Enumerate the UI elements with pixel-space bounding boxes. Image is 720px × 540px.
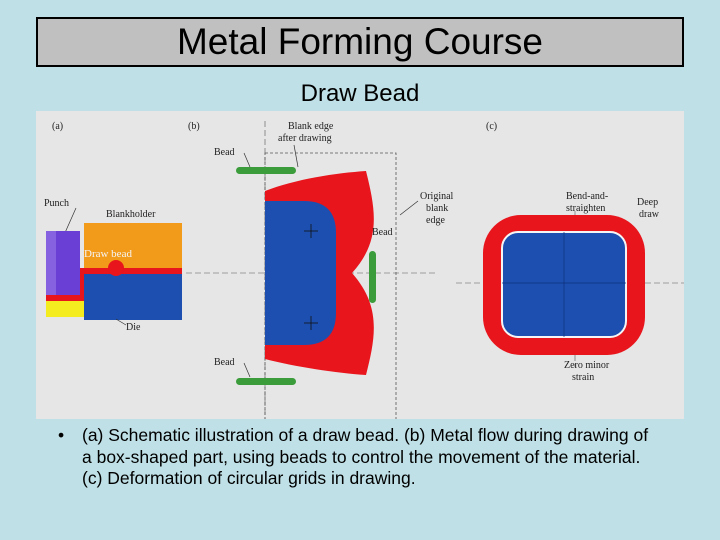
panel-a: (a) Punch Blankholder Draw bead Die	[44, 121, 182, 333]
zero-label-1: Zero minor	[564, 360, 610, 371]
panel-c: (c) Bend-and- straighten Deep draw Zero …	[456, 121, 684, 383]
original-label-2: blank	[426, 203, 448, 214]
slide-title: Metal Forming Course	[176, 21, 543, 62]
draw-bead-shape	[108, 260, 124, 276]
blankholder-label: Blankholder	[106, 209, 156, 220]
bullet-marker: •	[58, 425, 65, 445]
die-label: Die	[126, 322, 141, 333]
bead-right-label: Bead	[372, 227, 393, 238]
bead-top	[236, 167, 296, 174]
sheet-strip	[80, 268, 182, 274]
draw-bead-label: Draw bead	[84, 248, 132, 260]
bead-top-label: Bead	[214, 147, 235, 158]
blank-edge-label-2: after drawing	[278, 133, 332, 144]
draw-bead-figure: (a) Punch Blankholder Draw bead Die	[36, 111, 684, 419]
caption-text: (a) Schematic illustration of a draw bea…	[82, 425, 649, 488]
blankholder-shape	[84, 223, 182, 268]
panel-c-tag: (c)	[486, 121, 497, 132]
blank-yellow	[46, 301, 84, 317]
bead-bottom-label: Bead	[214, 357, 235, 368]
bend-label-2: straighten	[566, 203, 605, 214]
panel-a-tag: (a)	[52, 121, 63, 132]
panel-b-tag: (b)	[188, 121, 200, 132]
deep-label-1: Deep	[637, 197, 658, 208]
slide-subtitle: Draw Bead	[300, 80, 420, 107]
blank-edge-label-1: Blank edge	[288, 121, 334, 132]
zero-label-2: strain	[572, 372, 594, 383]
die-shape	[84, 274, 182, 320]
figure-svg: (a) Punch Blankholder Draw bead Die	[44, 121, 684, 419]
original-label-3: edge	[426, 215, 445, 226]
punch-label: Punch	[44, 198, 69, 209]
panel-b: (b) Bead Blank edge after drawing	[186, 121, 454, 419]
bend-label-1: Bend-and-	[566, 191, 608, 202]
part-shape	[265, 201, 336, 345]
bead-right	[369, 251, 376, 303]
bead-bottom	[236, 378, 296, 385]
original-label-1: Original	[420, 191, 454, 202]
title-box: Metal Forming Course	[36, 17, 684, 67]
deep-label-2: draw	[639, 209, 660, 220]
